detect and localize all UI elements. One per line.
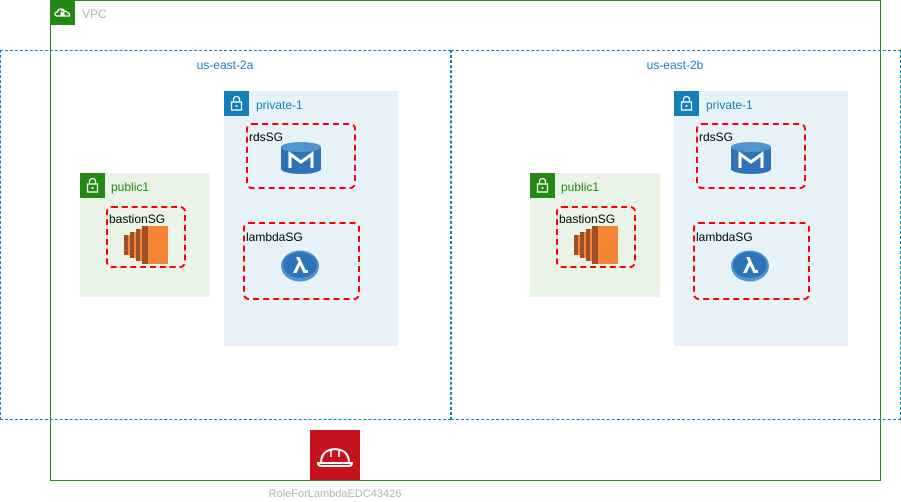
rds-sg-a xyxy=(246,123,356,189)
public-subnet-lock-icon xyxy=(530,173,555,198)
bastion-sg-a xyxy=(106,206,186,268)
ec2-instance-icon xyxy=(124,225,168,265)
bastion-sg-b-label: bastionSG xyxy=(559,212,616,226)
public-subnet-lock-icon xyxy=(80,173,105,198)
availability-zone-a xyxy=(0,50,451,420)
rds-database-icon xyxy=(730,141,772,175)
rds-database-icon xyxy=(280,141,322,175)
iam-role-label: RoleForLambdaEDC43426 xyxy=(268,488,402,500)
vpc-container xyxy=(50,0,881,481)
rds-sg-b-label: rdsSG xyxy=(699,130,734,144)
rds-sg-b xyxy=(696,123,806,189)
private-subnet-lock-icon xyxy=(224,91,249,116)
private-subnet-a xyxy=(224,91,398,346)
lambda-sg-b xyxy=(693,222,810,300)
public-subnet-b-label: public1 xyxy=(561,180,600,194)
lambda-sg-b-label: lambdaSG xyxy=(696,230,753,244)
public-subnet-a-label: public1 xyxy=(111,180,150,194)
private-subnet-b xyxy=(674,91,848,346)
availability-zone-a-label: us-east-2a xyxy=(196,58,254,72)
private-subnet-lock-icon xyxy=(674,91,699,116)
bastion-sg-a-label: bastionSG xyxy=(109,212,166,226)
lambda-sg-a-label: lambdaSG xyxy=(246,230,303,244)
private-subnet-b-label: private-1 xyxy=(706,98,753,112)
lambda-sg-a xyxy=(243,222,360,300)
vpc-label: VPC xyxy=(82,7,107,21)
private-subnet-a-label: private-1 xyxy=(256,98,303,112)
ec2-instance-icon xyxy=(574,225,618,265)
vpc-icon xyxy=(50,0,75,25)
bastion-sg-b xyxy=(556,206,636,268)
rds-sg-a-label: rdsSG xyxy=(249,130,284,144)
iam-role-icon xyxy=(310,430,360,480)
lambda-function-icon xyxy=(731,250,769,282)
lambda-function-icon xyxy=(281,250,319,282)
availability-zone-b-label: us-east-2b xyxy=(646,58,704,72)
